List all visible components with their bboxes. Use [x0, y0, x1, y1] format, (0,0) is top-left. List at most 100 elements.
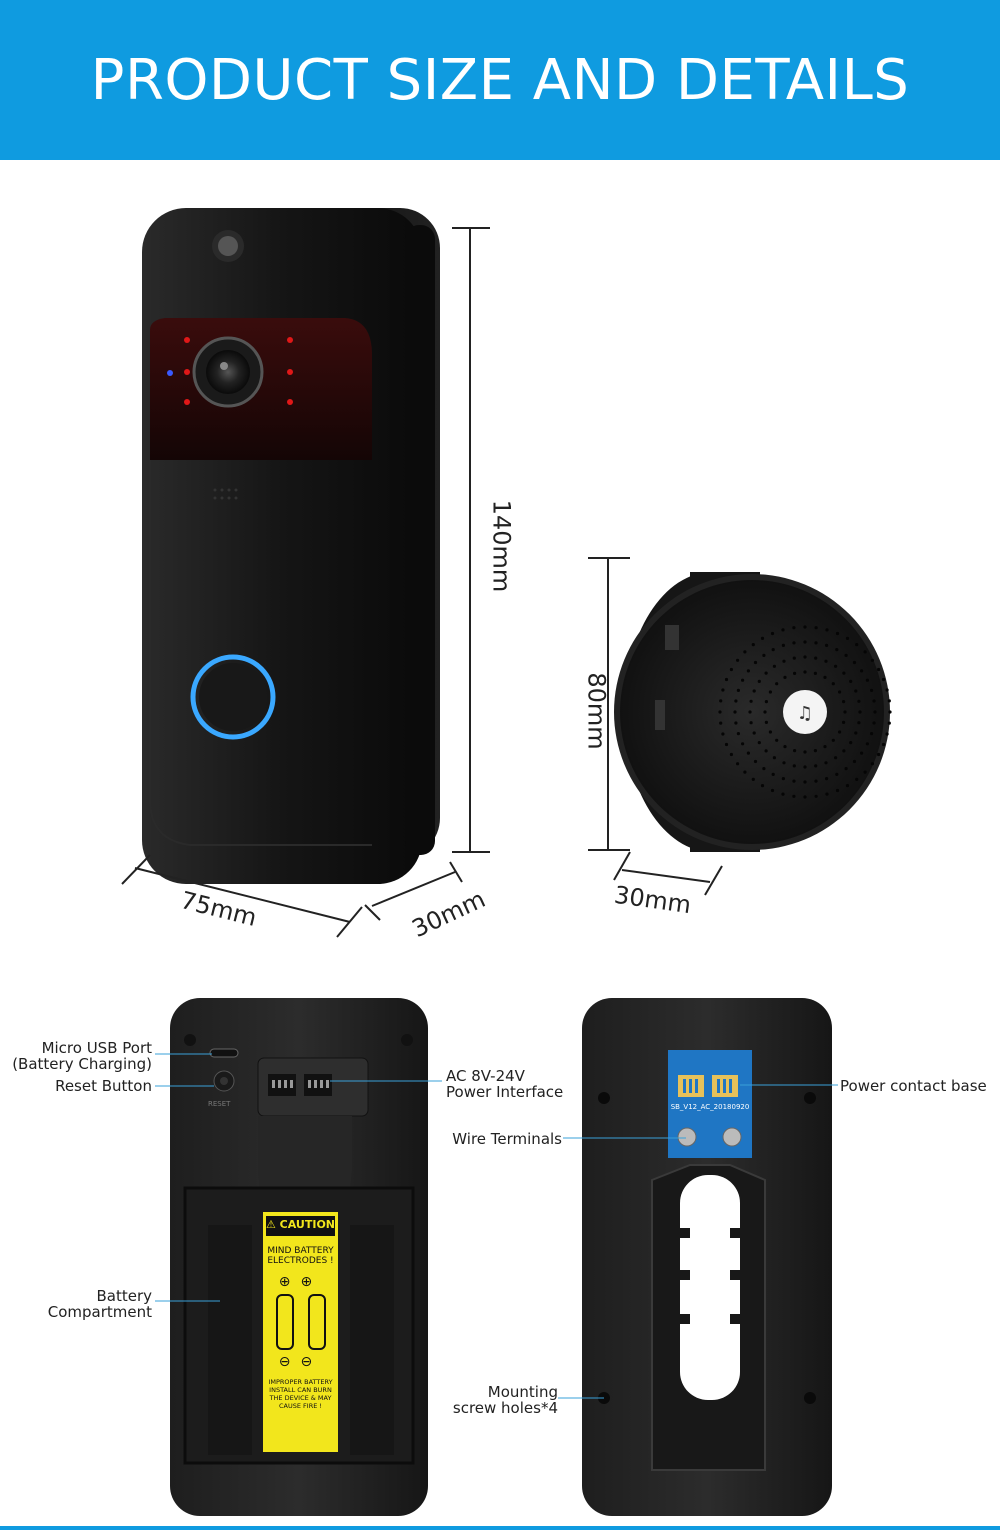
speaker-hole: [870, 762, 875, 766]
speaker-hole: [885, 688, 889, 692]
speaker-hole: [719, 699, 723, 703]
speaker-hole: [764, 671, 768, 675]
screw-holes-label: screw holes*4: [452, 1399, 558, 1417]
speaker-hole: [814, 764, 818, 768]
doorbell-back-view: [170, 998, 428, 1516]
speaker-hole: [857, 721, 861, 725]
speaker-hole: [863, 650, 867, 654]
speaker-hole: [872, 721, 876, 725]
speaker-hole: [814, 794, 818, 798]
speaker-hole: [775, 682, 779, 686]
speaker-hole: [813, 671, 818, 676]
speaker-hole: [803, 765, 807, 769]
ac-power-callout: AC 8V-24V Power Interface: [446, 1068, 563, 1100]
speaker-hole: [844, 653, 848, 658]
speaker-hole: [743, 650, 747, 654]
speaker-hole: [888, 710, 892, 714]
sticker-line2: ELECTRODES !: [267, 1256, 334, 1266]
speaker-hole: [887, 699, 891, 703]
speaker-hole: [831, 738, 835, 742]
reset-print-label: RESET: [208, 1100, 231, 1108]
page-title: PRODUCT SIZE AND DETAILS: [90, 47, 910, 113]
speaker-hole: [870, 658, 875, 662]
speaker-hole: [781, 777, 786, 781]
speaker-hole: [881, 677, 886, 682]
speaker-hole: [736, 658, 740, 662]
speaker-hole: [823, 675, 827, 680]
sticker-warn1: IMPROPER BATTERY: [268, 1378, 333, 1386]
speaker-hole: [760, 636, 765, 641]
speaker-hole: [734, 699, 738, 703]
speaker-hole: [792, 779, 796, 783]
speaker-hole: [783, 675, 787, 680]
speaker-hole: [803, 625, 807, 629]
speaker-hole: [792, 764, 796, 768]
speaker-hole: [724, 742, 729, 747]
speaker-hole: [781, 628, 785, 632]
speaker-hole: [803, 795, 807, 799]
speaker-hole: [835, 631, 840, 636]
sticker-warn3: THE DEVICE & MAY: [269, 1394, 332, 1402]
speaker-hole: [771, 772, 775, 777]
chime-height-label: 80mm: [582, 672, 611, 750]
speaker-hole: [771, 648, 775, 652]
speaker-hole: [842, 720, 846, 725]
speaker-hole: [757, 679, 761, 684]
speaker-hole: [858, 710, 862, 714]
speaker-hole: [762, 653, 766, 658]
speaker-hole: [845, 784, 850, 788]
speaker-hole: [825, 643, 829, 648]
speaker-hole: [781, 643, 786, 648]
speaker-hole: [885, 732, 889, 736]
speaker-hole: [831, 682, 835, 686]
battery-polarity-icon: ⊕⊕: [278, 1274, 323, 1290]
speaker-hole: [741, 678, 745, 682]
speaker-hole: [764, 749, 768, 753]
speaker-hole: [860, 669, 864, 673]
speaker-hole: [781, 792, 785, 796]
speaker-hole: [845, 636, 850, 641]
speaker-hole: [772, 664, 777, 668]
speaker-hole: [834, 756, 838, 760]
speaker-hole: [775, 738, 779, 742]
speaker-hole: [842, 749, 846, 753]
speaker-hole: [855, 643, 859, 647]
speaker-hole: [746, 669, 751, 673]
ac-power-label: AC 8V-24V: [446, 1067, 525, 1085]
speaker-hole: [854, 731, 858, 735]
speaker-hole: [849, 741, 853, 745]
speaker-hole: [803, 750, 807, 754]
speaker-hole: [852, 759, 857, 764]
speaker-hole: [803, 640, 807, 644]
speaker-hole: [855, 777, 859, 782]
speaker-hole: [825, 628, 829, 632]
speaker-hole: [734, 721, 738, 725]
doorbell-front: [142, 208, 440, 884]
speaker-hole: [877, 667, 881, 672]
mounting-holes-callout: Mounting screw holes*4: [410, 1384, 558, 1416]
speaker-hole: [849, 679, 853, 684]
speaker-hole: [792, 794, 796, 798]
bottom-accent-line: [0, 1526, 1000, 1530]
speaker-hole: [870, 732, 874, 736]
power-contact-base-callout: Power contact base: [840, 1077, 987, 1095]
mounting-label: Mounting: [487, 1383, 558, 1401]
speaker-hole: [721, 732, 725, 736]
speaker-hole: [823, 745, 827, 749]
speaker-hole: [863, 770, 867, 774]
speaker-hole: [814, 641, 818, 645]
speaker-hole: [753, 660, 758, 665]
speaker-hole: [768, 690, 773, 694]
callout-leader-lines: [155, 1053, 838, 1399]
header-banner: PRODUCT SIZE AND DETAILS: [0, 0, 1000, 160]
speaker-hole: [746, 751, 751, 755]
speaker-hole: [870, 688, 874, 693]
speaker-hole: [783, 745, 787, 749]
sticker-warn2: INSTALL CAN BURN: [269, 1386, 332, 1394]
battery-polarity-minus-icon: ⊖⊖: [278, 1354, 323, 1370]
micro-usb-label: Micro USB Port: [41, 1039, 152, 1057]
speaker-hole: [743, 770, 747, 774]
speaker-hole: [764, 700, 769, 704]
speaker-hole: [865, 678, 870, 682]
